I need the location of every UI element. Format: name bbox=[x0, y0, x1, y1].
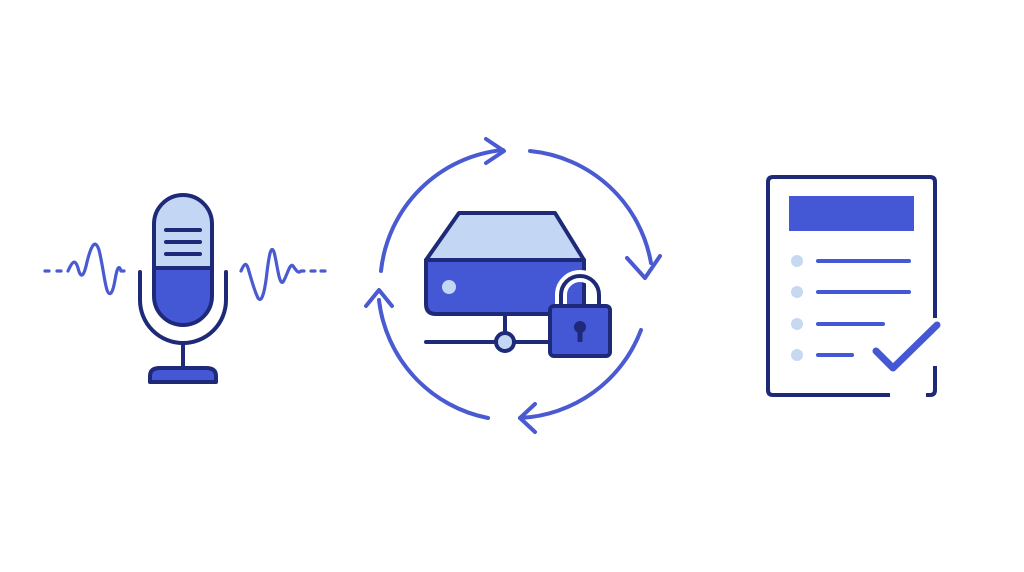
sound-wave-right bbox=[239, 247, 327, 301]
lock-icon bbox=[548, 270, 612, 358]
server-sync-lock-icon bbox=[364, 137, 662, 434]
list-item bbox=[791, 349, 854, 361]
microphone-icon bbox=[43, 193, 327, 384]
microphone-capsule bbox=[152, 193, 214, 327]
server-led bbox=[442, 280, 456, 294]
sync-arrows-icon bbox=[364, 137, 662, 434]
checkmark-icon bbox=[872, 321, 941, 372]
list-item bbox=[791, 286, 911, 298]
network-connector bbox=[424, 314, 554, 353]
document-header-bar bbox=[789, 196, 914, 231]
list-item bbox=[791, 318, 885, 330]
list-item bbox=[791, 255, 911, 267]
sound-wave-left bbox=[43, 242, 126, 296]
checklist-items bbox=[791, 255, 911, 361]
checklist-document-icon bbox=[766, 175, 941, 397]
microphone-base bbox=[148, 366, 218, 384]
microphone-yoke bbox=[138, 270, 228, 345]
server-icon bbox=[424, 211, 586, 316]
document-outline bbox=[766, 175, 937, 397]
